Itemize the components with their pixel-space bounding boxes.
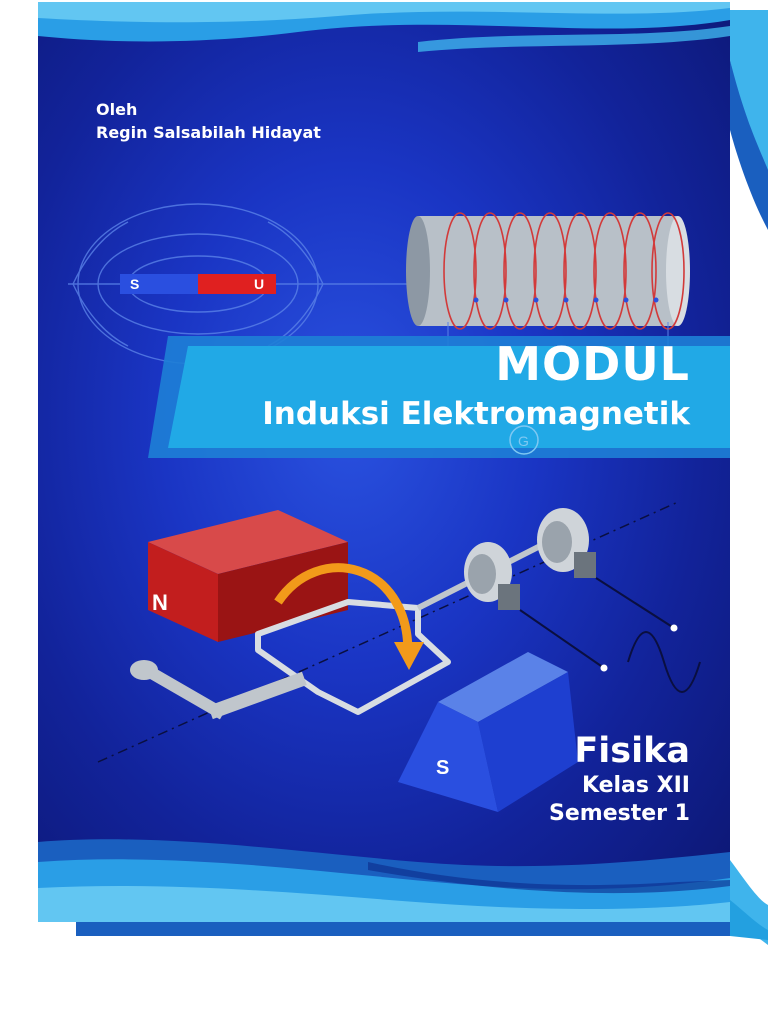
solenoid-coil <box>406 212 690 443</box>
cover-page: Oleh Regin Salsabilah Hidayat S U <box>38 2 730 922</box>
author-block: Oleh Regin Salsabilah Hidayat <box>96 98 321 144</box>
subject-name: Fisika <box>574 731 690 771</box>
rotation-arrow <box>274 563 413 653</box>
author-by-label: Oleh <box>96 100 138 119</box>
magnet-north-pole <box>198 274 276 294</box>
north-magnet-label: N <box>152 590 168 615</box>
crank-handle <box>130 660 307 720</box>
magnet-north-label: U <box>254 276 264 292</box>
magnet-south-label: S <box>130 276 139 292</box>
magnet-south-pole <box>120 274 198 294</box>
galvanometer-label: G <box>518 433 529 449</box>
title-banner <box>148 336 730 458</box>
top-wave-decoration <box>38 2 730 52</box>
subject-block: Fisika Kelas XII Semester 1 <box>549 730 690 828</box>
south-magnet: S <box>398 652 578 812</box>
magnetic-field-illustration: S U <box>68 203 690 443</box>
author-name: Regin Salsabilah Hidayat <box>96 123 321 142</box>
module-title: MODUL <box>495 337 690 391</box>
galvanometer: G <box>509 425 539 455</box>
north-magnet: N <box>148 510 348 642</box>
subject-class: Kelas XII <box>581 773 690 798</box>
bottom-wave-decoration <box>38 839 730 922</box>
output-sine-wave <box>627 631 701 693</box>
south-magnet-label: S <box>436 757 449 779</box>
slip-ring-2 <box>537 508 596 578</box>
armature-loop <box>255 599 451 715</box>
slip-ring-1 <box>464 542 520 610</box>
generator-illustration: N <box>97 501 701 812</box>
module-subtitle: Induksi Elektromagnetik <box>262 396 690 432</box>
subject-semester: Semester 1 <box>549 801 690 826</box>
